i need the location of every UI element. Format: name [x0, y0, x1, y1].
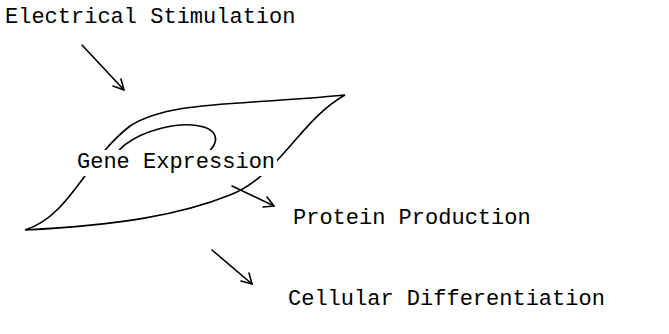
- cell-membrane: [25, 95, 345, 230]
- annotation-label: Electrical Stimulation: [5, 5, 295, 31]
- annotation-label: Cellular Differentiation: [288, 287, 605, 313]
- arrow-line: [232, 186, 274, 206]
- arrow-line: [82, 45, 124, 90]
- arrow-head: [263, 197, 274, 207]
- cell-shape: Gene Expression: [20, 86, 355, 238]
- node-text: Gene Expression: [75, 150, 277, 176]
- annotation-label: Protein Production: [293, 206, 531, 232]
- arrow-head: [113, 79, 124, 90]
- arrow-line: [212, 250, 252, 284]
- arrow-head: [241, 273, 252, 284]
